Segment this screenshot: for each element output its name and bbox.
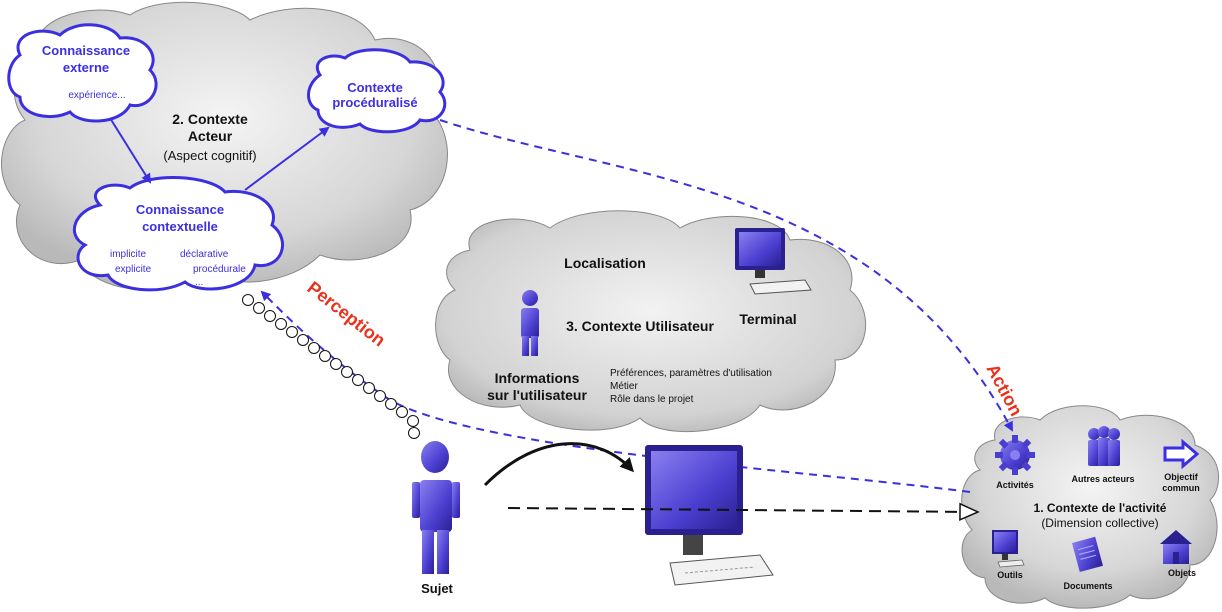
objectif-label-2: commun: [1162, 483, 1200, 493]
contextual-item-implicite: implicite: [110, 249, 147, 260]
external-knowledge-detail: expérience...: [68, 90, 125, 101]
sujet-person-icon: [412, 441, 460, 574]
proceduralized-to-activity-dashed: [439, 119, 1013, 432]
contextual-knowledge-title-2: contextuelle: [142, 219, 218, 234]
localisation-label: Localisation: [564, 255, 646, 271]
sujet-label: Sujet: [421, 581, 453, 596]
proceduralized-title-1: Contexte: [347, 80, 403, 95]
activity-context-subtitle: (Dimension collective): [1041, 516, 1158, 530]
external-knowledge-title-1: Connaissance: [42, 43, 130, 58]
action-label: Action: [982, 360, 1026, 419]
house-icon: [1160, 530, 1192, 564]
contextual-knowledge-cloud: [72, 175, 284, 292]
subject-to-computer-arrow: [483, 442, 635, 487]
user-context-title: 3. Contexte Utilisateur: [566, 318, 714, 334]
proceduralized-title-2: procéduralisé: [332, 95, 417, 110]
perception-bubbles: [242, 294, 420, 439]
computer-icon: [735, 228, 812, 295]
actor-context-subtitle: (Aspect cognitif): [163, 148, 256, 163]
terminal-label: Terminal: [739, 311, 796, 327]
autres-acteurs-label: Autres acteurs: [1071, 474, 1134, 484]
gear-icon: [995, 435, 1035, 475]
contextual-item-ellipsis: ...: [195, 277, 203, 288]
external-knowledge-cloud: [7, 23, 158, 123]
actor-context-title-1: 2. Contexte: [172, 111, 248, 127]
outils-label: Outils: [997, 570, 1023, 580]
user-detail-preferences: Préférences, paramètres d'utilisation: [610, 368, 772, 379]
external-knowledge-title-2: externe: [63, 60, 109, 75]
contextual-to-proceduralized-arrow: [244, 126, 330, 191]
contextual-item-procedurale: procédurale: [193, 264, 246, 275]
user-detail-metier: Métier: [610, 381, 638, 392]
contextual-knowledge-title-1: Connaissance: [136, 202, 224, 217]
contextual-item-explicite: explicite: [115, 264, 152, 275]
external-to-contextual-arrow: [109, 117, 152, 184]
subject-to-activity-dashed: [507, 502, 980, 521]
perception-label: Perception: [304, 277, 390, 350]
group-icon: [1088, 426, 1120, 466]
document-icon: [1072, 536, 1103, 572]
objets-label: Objets: [1168, 568, 1196, 578]
contextual-item-declarative: déclarative: [180, 249, 229, 260]
person-icon: [521, 290, 539, 356]
activity-context-title: 1. Contexte de l'activité: [1034, 501, 1167, 515]
user-detail-role: Rôle dans le projet: [610, 394, 694, 405]
perception-dashed: [260, 290, 971, 493]
central-computer-icon: [645, 445, 774, 586]
actor-context-title-2: Acteur: [188, 128, 233, 144]
monitor-icon: [992, 530, 1025, 568]
objectif-label-1: Objectif: [1164, 472, 1199, 482]
user-info-title-2: sur l'utilisateur: [487, 387, 587, 403]
arrow-icon: [1163, 438, 1200, 470]
activites-label: Activités: [996, 480, 1034, 490]
user-info-title-1: Informations: [495, 370, 580, 386]
documents-label: Documents: [1063, 581, 1112, 591]
proceduralized-context-cloud: [307, 48, 447, 134]
